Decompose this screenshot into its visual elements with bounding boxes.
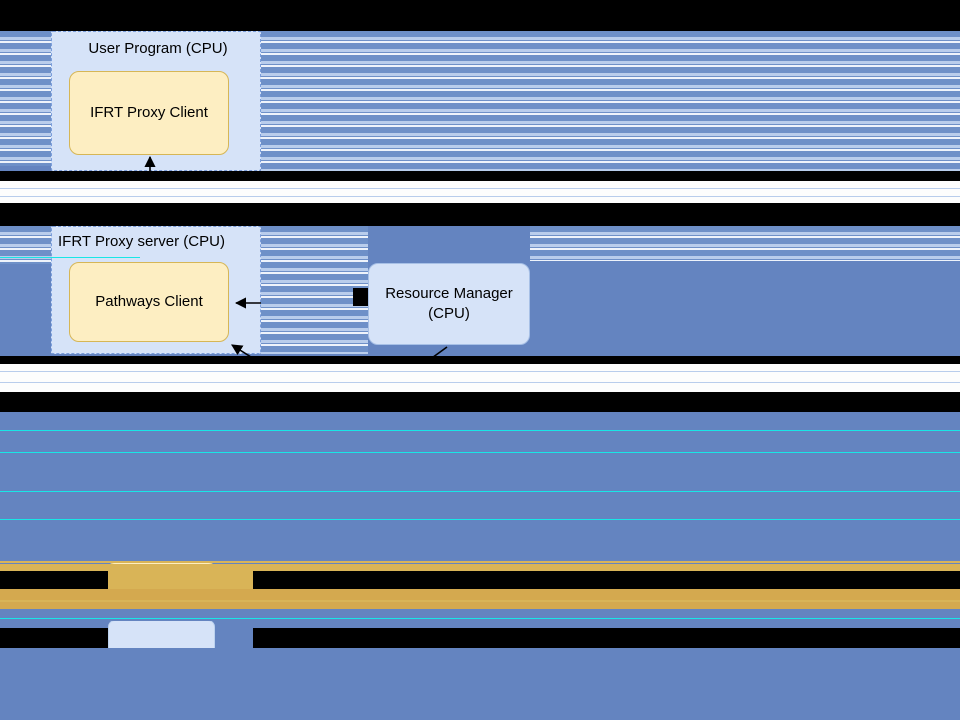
node-resource-manager: Resource Manager (CPU) (368, 263, 530, 345)
edge-label-sidecar-pathways-client: gRPC (250, 369, 289, 385)
edge-label-rm-pathways-client: gRPC (279, 295, 318, 311)
edge-label-client-server: gRPC (128, 181, 167, 197)
node-ifrt-proxy-client: IFRT Proxy Client (69, 71, 229, 155)
node-ifrt-proxy-client-label: IFRT Proxy Client (90, 104, 208, 121)
edge-label-rm-workers: gRPC (375, 372, 414, 388)
edge-label-sidecar-worker: gRPC (242, 473, 281, 489)
legend-swatch-yellow (108, 562, 215, 603)
node-resource-manager-line2: (CPU) (428, 305, 470, 322)
legend-swatch-blue (108, 620, 215, 658)
node-resource-manager-line1: Resource Manager (385, 285, 513, 302)
node-pathways-client-label: Pathways Client (95, 293, 203, 310)
node-pathways-client: Pathways Client (69, 262, 229, 342)
group-user-program-label: User Program (CPU) (88, 40, 228, 57)
group-ifrt-proxy-server-label: IFRT Proxy server (CPU) (58, 233, 225, 250)
